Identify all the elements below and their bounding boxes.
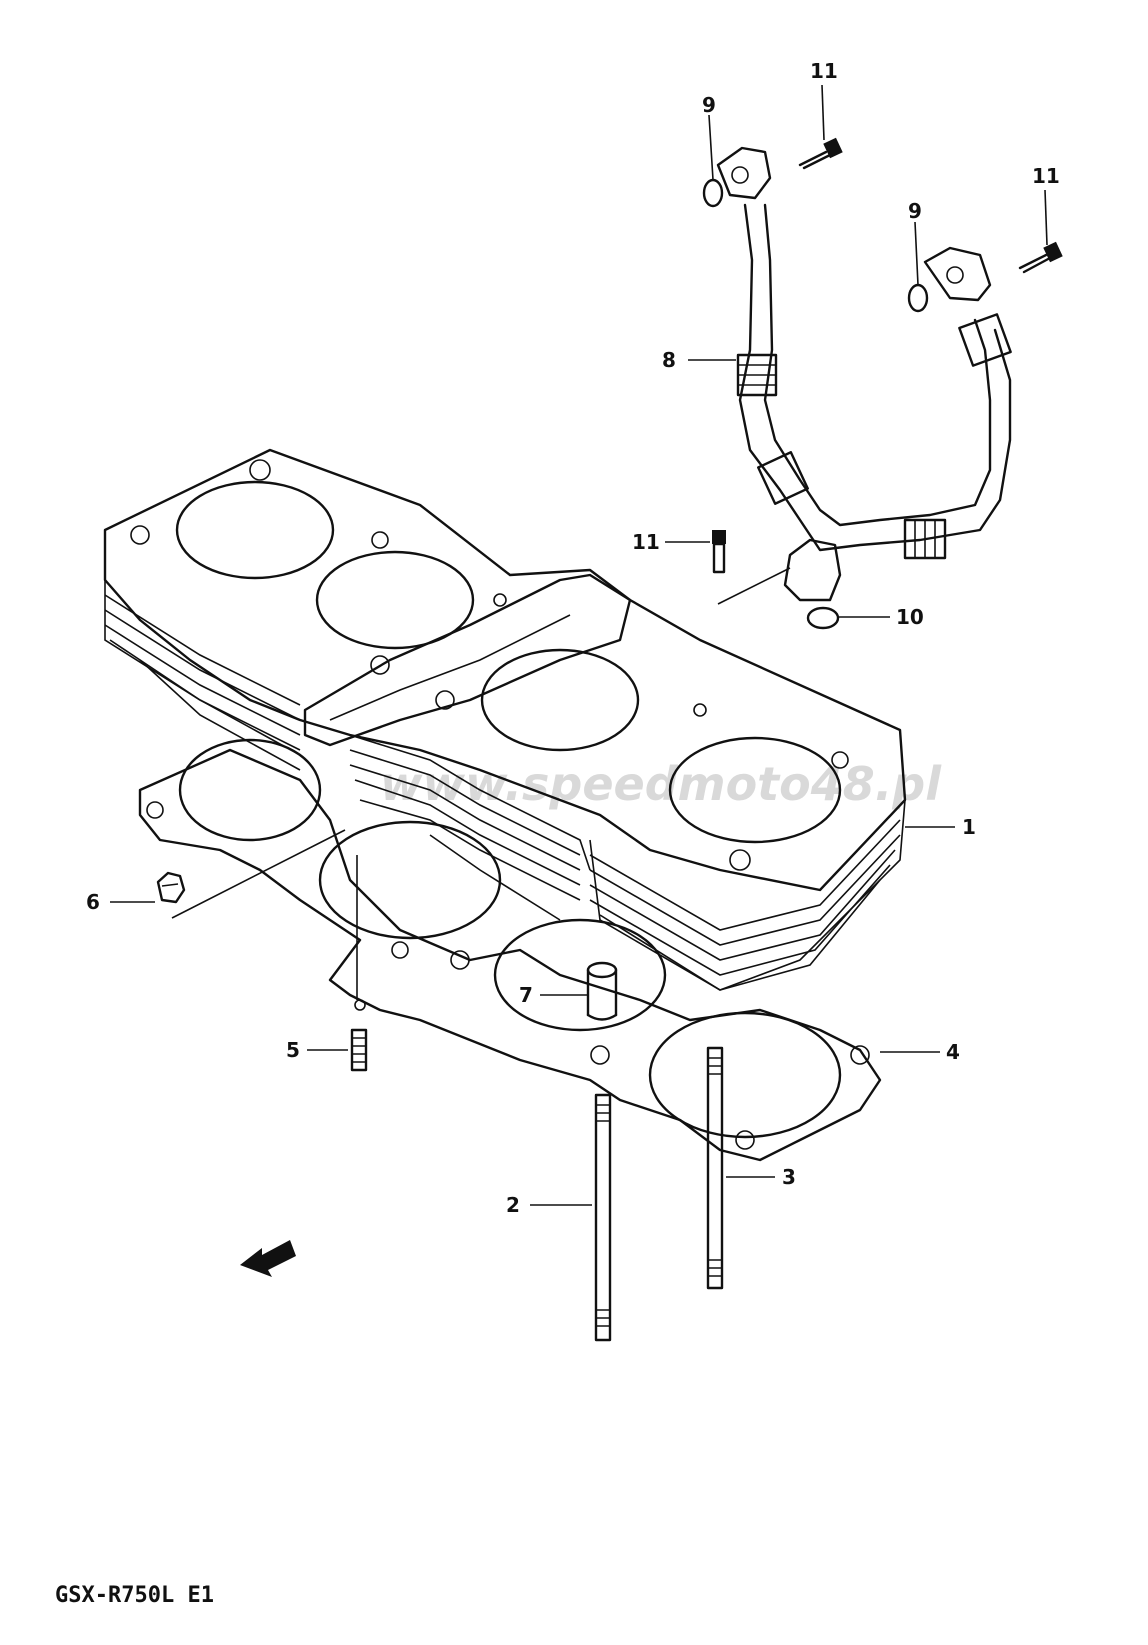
o-ring-left (702, 178, 724, 208)
callout-7: 7 (519, 983, 533, 1007)
callout-3: 3 (782, 1165, 796, 1189)
bolt-union (712, 530, 726, 574)
callout-9-left: 9 (702, 93, 716, 117)
callout-5: 5 (286, 1038, 300, 1062)
callout-10: 10 (896, 605, 924, 629)
bolt-right (1018, 241, 1063, 274)
callout-4: 4 (946, 1040, 960, 1064)
callout-8: 8 (662, 348, 676, 372)
cylinder-nut (156, 871, 186, 904)
model-caption: GSX-R750L E1 (55, 1583, 214, 1608)
leader-lines (110, 84, 1048, 1206)
front-arrow-icon (240, 1240, 296, 1277)
cylinder-block (103, 448, 907, 991)
reference-line-bolt (717, 567, 791, 605)
reference-line-nut (171, 829, 346, 919)
stud-bolt-long-3 (706, 1046, 724, 1290)
o-ring-union (806, 606, 840, 630)
callout-11-top: 11 (810, 59, 838, 83)
oil-hose (716, 146, 1012, 602)
callout-6: 6 (86, 890, 100, 914)
o-ring-right (907, 283, 929, 313)
cylinder-base-gasket (138, 738, 882, 1162)
callout-11-right: 11 (1032, 164, 1060, 188)
bolt-top (798, 137, 843, 170)
callout-11-union: 11 (632, 530, 660, 554)
callout-2: 2 (506, 1193, 520, 1217)
stud-bolt-long-2 (594, 1093, 612, 1342)
callout-1: 1 (962, 815, 976, 839)
callout-9-right: 9 (908, 199, 922, 223)
knock-pin (586, 961, 618, 1021)
stud-bolt-short (350, 1028, 368, 1072)
